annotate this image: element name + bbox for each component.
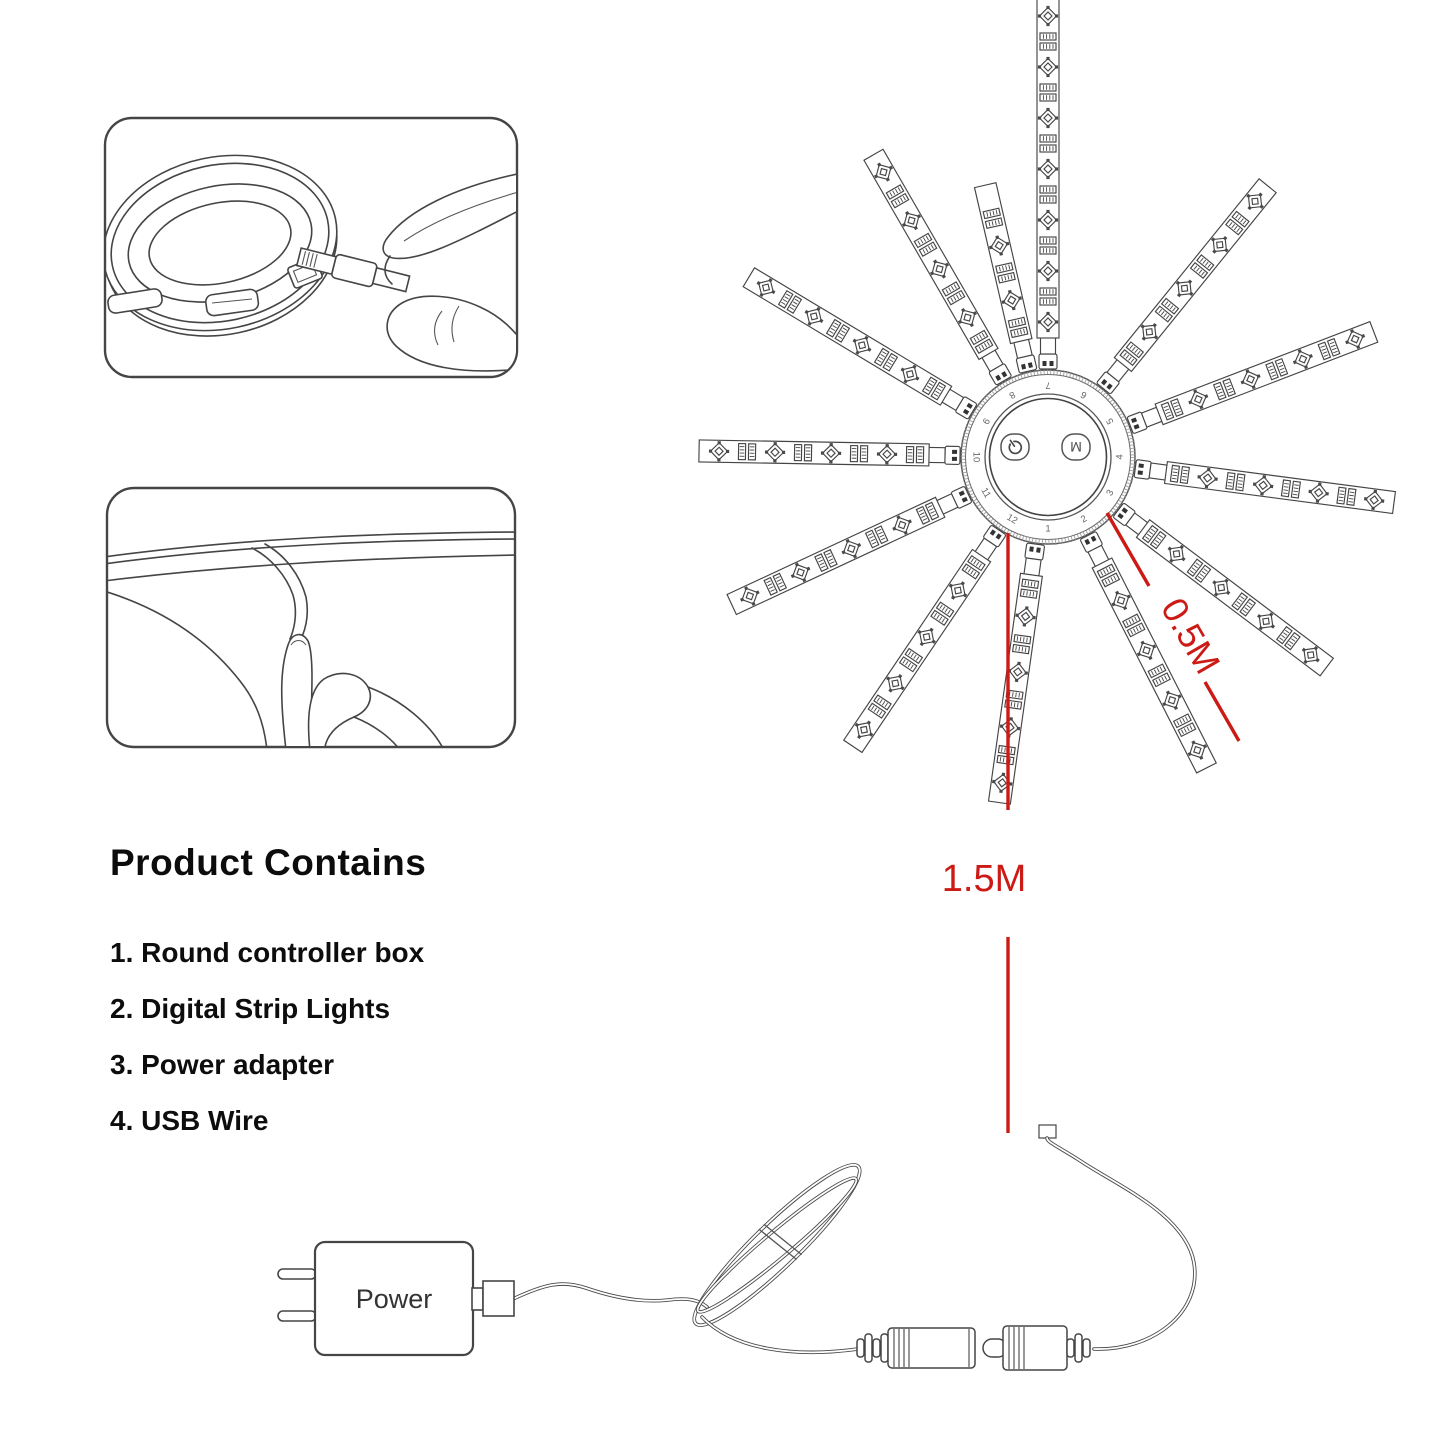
port-number: 11	[978, 486, 992, 500]
port-number: 2	[1079, 513, 1089, 525]
hand-art	[280, 633, 445, 746]
measurement-long: 1.5M	[942, 533, 1026, 1133]
list-item: 2. Digital Strip Lights	[110, 993, 391, 1024]
dc-connector-female	[856, 1327, 976, 1369]
long-length-label: 1.5M	[942, 858, 1026, 900]
port-number: 1	[1045, 524, 1050, 535]
led-strip-short	[1126, 320, 1379, 434]
port-number: 7	[1045, 379, 1050, 390]
list-item: 3. Power adapter	[110, 1049, 335, 1080]
port-number: 10	[970, 452, 981, 463]
usb-wire	[511, 1136, 1197, 1355]
power-button[interactable]	[1000, 433, 1030, 461]
mode-button-label: M	[1070, 439, 1082, 455]
port-number: 5	[1104, 416, 1116, 426]
led-strip-short	[726, 486, 972, 616]
strip-end-cap	[1038, 1124, 1057, 1139]
port-number: 12	[1005, 512, 1020, 527]
led-strip-long	[1036, 0, 1060, 370]
led-strip-short	[698, 439, 961, 467]
dc-connector-male	[982, 1325, 1091, 1371]
coiled-wire	[692, 1163, 862, 1327]
list-item: 1. Round controller box	[110, 937, 425, 968]
hand-art	[382, 172, 516, 372]
strip-apply-illustration	[105, 486, 517, 749]
power-icon	[1008, 439, 1023, 455]
port-number: 8	[1007, 389, 1017, 401]
plug-prong	[277, 1310, 317, 1322]
port-number: 9	[980, 416, 992, 426]
mode-button[interactable]: M	[1061, 433, 1091, 461]
page-title: Product Contains	[110, 842, 427, 883]
port-number: 6	[1079, 389, 1089, 401]
led-strip-short	[973, 181, 1038, 374]
plug-prong	[277, 1268, 317, 1280]
controller-plug-illustration	[103, 116, 519, 379]
led-strips	[698, 0, 1397, 805]
led-strip-short	[1133, 459, 1397, 515]
led-strip-short	[1080, 531, 1218, 774]
list-item: 4. USB Wire	[110, 1105, 269, 1136]
led-strip-short	[842, 525, 1007, 754]
port-number: 3	[1104, 488, 1116, 498]
led-strip-short	[863, 148, 1012, 386]
power-adapter-label: Power	[356, 1284, 433, 1314]
power-adapter: Power	[277, 1240, 515, 1357]
cable-connector-art	[295, 247, 411, 293]
led-strip-short	[987, 542, 1045, 805]
trim-lines-art	[108, 531, 514, 746]
product-contains-list: 1. Round controller box 2. Digital Strip…	[110, 936, 426, 1160]
led-strip-short	[1096, 178, 1277, 395]
led-strip-short	[1113, 502, 1335, 677]
port-number: 4	[1115, 454, 1126, 459]
led-strip-short	[742, 267, 978, 420]
product-contains-section: Product Contains 1. Round controller box…	[110, 842, 426, 1160]
